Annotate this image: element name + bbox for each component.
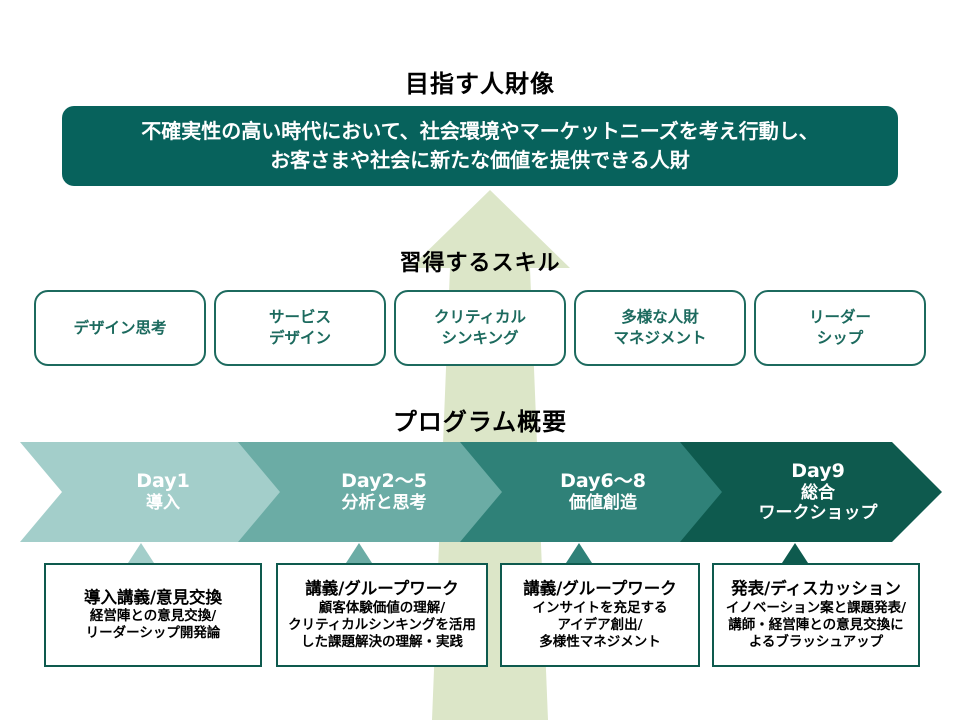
skill-line-2: マネジメント [613,329,707,347]
skill-box-leadership[interactable]: リーダー シップ [754,290,926,366]
chevron-label: Day9 総合 ワークショップ [745,460,878,524]
skill-line-1: クリティカル [433,308,527,327]
chevron-shape [460,442,732,542]
detail-box-day2-5[interactable]: 講義/グループワーク 顧客体験価値の理解/ クリティカルシンキングを活用 した課… [276,563,488,667]
section-title-skills: 習得するスキル [399,251,561,276]
phase-chevron-day2-5[interactable]: Day2〜5 分析と思考 [238,442,516,542]
chevron-subtitle-2: ワークショップ [758,503,878,524]
chevron-label: Day1 導入 [122,470,190,513]
detail-line: アイデア創出/ [557,616,643,633]
phase-chevron-day6-8[interactable]: Day6〜8 価値創造 [460,442,732,542]
phase-chevron-day9[interactable]: Day9 総合 ワークショップ [680,442,942,542]
skill-box-diversity-management[interactable]: 多様な人財 マネジメント [574,290,746,366]
chevron-day: Day2〜5 [341,470,427,493]
skill-label: リーダー シップ [809,307,871,349]
detail-head: 導入講義/意見交換 [83,587,223,607]
detail-body: 経営陣との意見交換/ リーダーシップ開発論 [86,608,221,642]
phase-chevron-day1[interactable]: Day1 導入 [20,442,292,542]
chevron-subtitle: 導入 [146,493,180,514]
detail-line: 講師・経営陣との意見交換に [728,616,904,633]
skill-label: クリティカル シンキング [434,307,526,349]
program-phase-chevrons: Day1 導入 Day2〜5 分析と思考 Day6〜8 [20,442,942,542]
skill-line-1: デザイン思考 [73,318,167,337]
skill-label: 多様な人財 マネジメント [613,307,706,349]
chevron-label: Day6〜8 価値創造 [546,470,646,513]
skill-line-1: サービス [268,308,331,327]
chevron-label: Day2〜5 分析と思考 [327,470,427,513]
detail-line: インサイトを充足する [532,599,668,616]
detail-line: 多様性マネジメント [539,633,661,650]
goal-banner-text: 不確実性の高い時代において、社会環境やマーケットニーズを考え行動し、 お客さまや… [125,117,834,175]
goal-banner-line-2: お客さまや社会に新たな価値を提供できる人財 [270,148,690,172]
skills-row: デザイン思考 サービス デザイン クリティカル シンキング 多様な人財 マネジメ… [34,290,926,366]
detail-line: よるブラッシュアップ [748,633,884,650]
detail-line: した課題解決の理解・実践 [300,633,463,650]
skill-box-critical-thinking[interactable]: クリティカル シンキング [394,290,566,366]
skill-line-1: リーダー [808,308,871,327]
skill-line-2: シンキング [441,329,519,347]
skill-box-service-design[interactable]: サービス デザイン [214,290,386,366]
chevron-shape [680,442,942,542]
chevron-day: Day1 [136,470,190,493]
page-title-goal: 目指す人財像 [405,70,555,98]
detail-head: 発表/ディスカッション [731,579,901,599]
chevron-shape [238,442,516,542]
chevron-subtitle: 総合 [801,483,835,503]
detail-head: 講義/グループワーク [305,579,459,599]
skill-label: サービス デザイン [269,307,331,349]
goal-banner-line-1: 不確実性の高い時代において、社会環境やマーケットニーズを考え行動し、 [141,119,819,143]
detail-line: 顧客体験価値の理解/ [318,599,446,616]
chevron-shape [20,442,292,542]
skill-line-2: デザイン [268,329,331,347]
goal-banner: 不確実性の高い時代において、社会環境やマーケットニーズを考え行動し、 お客さまや… [62,106,898,186]
detail-line: イノベーション案と課題発表/ [725,599,907,616]
chevron-day: Day6〜8 [560,470,646,493]
chevron-day: Day9 [791,460,845,483]
detail-box-day6-8[interactable]: 講義/グループワーク インサイトを充足する アイデア創出/ 多様性マネジメント [500,563,700,667]
connector-triangle-day2-5 [346,543,372,563]
skill-label: デザイン思考 [73,318,166,339]
connector-triangle-day1 [128,543,154,563]
program-detail-boxes: 導入講義/意見交換 経営陣との意見交換/ リーダーシップ開発論 講義/グループワ… [44,563,920,667]
chevron-subtitle: 価値創造 [569,493,637,514]
detail-box-day1[interactable]: 導入講義/意見交換 経営陣との意見交換/ リーダーシップ開発論 [44,563,262,667]
section-title-program: プログラム概要 [392,408,568,436]
detail-body: イノベーション案と課題発表/ 講師・経営陣との意見交換に よるブラッシュアップ [726,600,906,651]
skill-box-design-thinking[interactable]: デザイン思考 [34,290,206,366]
detail-line: クリティカルシンキングを活用 [288,616,476,633]
detail-line: 経営陣との意見交換/ [89,608,217,625]
chevron-subtitle: 分析と思考 [341,493,427,514]
detail-head: 講義/グループワーク [523,579,677,599]
skill-line-2: シップ [816,329,864,347]
detail-body: 顧客体験価値の理解/ クリティカルシンキングを活用 した課題解決の理解・実践 [288,600,476,651]
skill-line-1: 多様な人財 [621,308,699,327]
connector-triangle-day6-8 [566,543,592,563]
connector-triangle-day9 [782,543,808,563]
detail-line: リーダーシップ開発論 [85,625,221,642]
detail-box-day9[interactable]: 発表/ディスカッション イノベーション案と課題発表/ 講師・経営陣との意見交換に… [712,563,920,667]
detail-body: インサイトを充足する アイデア創出/ 多様性マネジメント [533,600,668,651]
